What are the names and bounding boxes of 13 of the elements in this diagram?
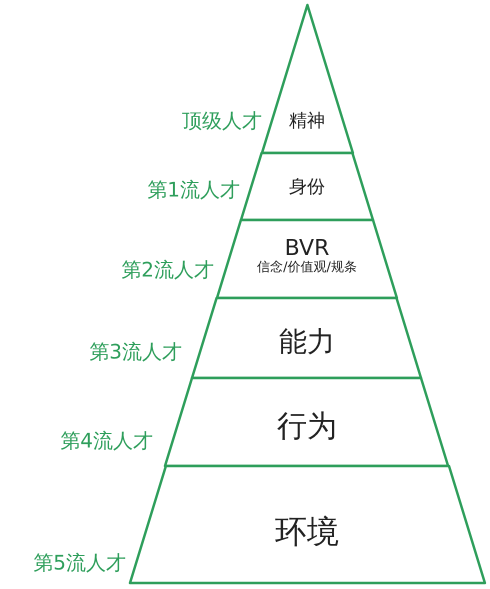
level-label: 精神 — [288, 112, 326, 132]
talent-tier-label: 第2流人才 — [121, 256, 214, 284]
talent-tier-label: 第3流人才 — [89, 338, 182, 366]
talent-tier-label: 第1流人才 — [147, 176, 240, 204]
level-label: 行为 — [276, 410, 338, 444]
level-label: 身份 — [288, 178, 326, 198]
talent-tier-label: 顶级人才 — [182, 108, 262, 134]
talent-tier-label: 第4流人才 — [60, 428, 153, 454]
level-label: 环境 — [274, 514, 340, 550]
level-label: BVR — [284, 236, 330, 261]
talent-tier-label: 第5流人才 — [33, 550, 126, 576]
level-label: 能力 — [278, 326, 336, 358]
level-subtitle: 信念/价值观/规条 — [256, 261, 358, 276]
